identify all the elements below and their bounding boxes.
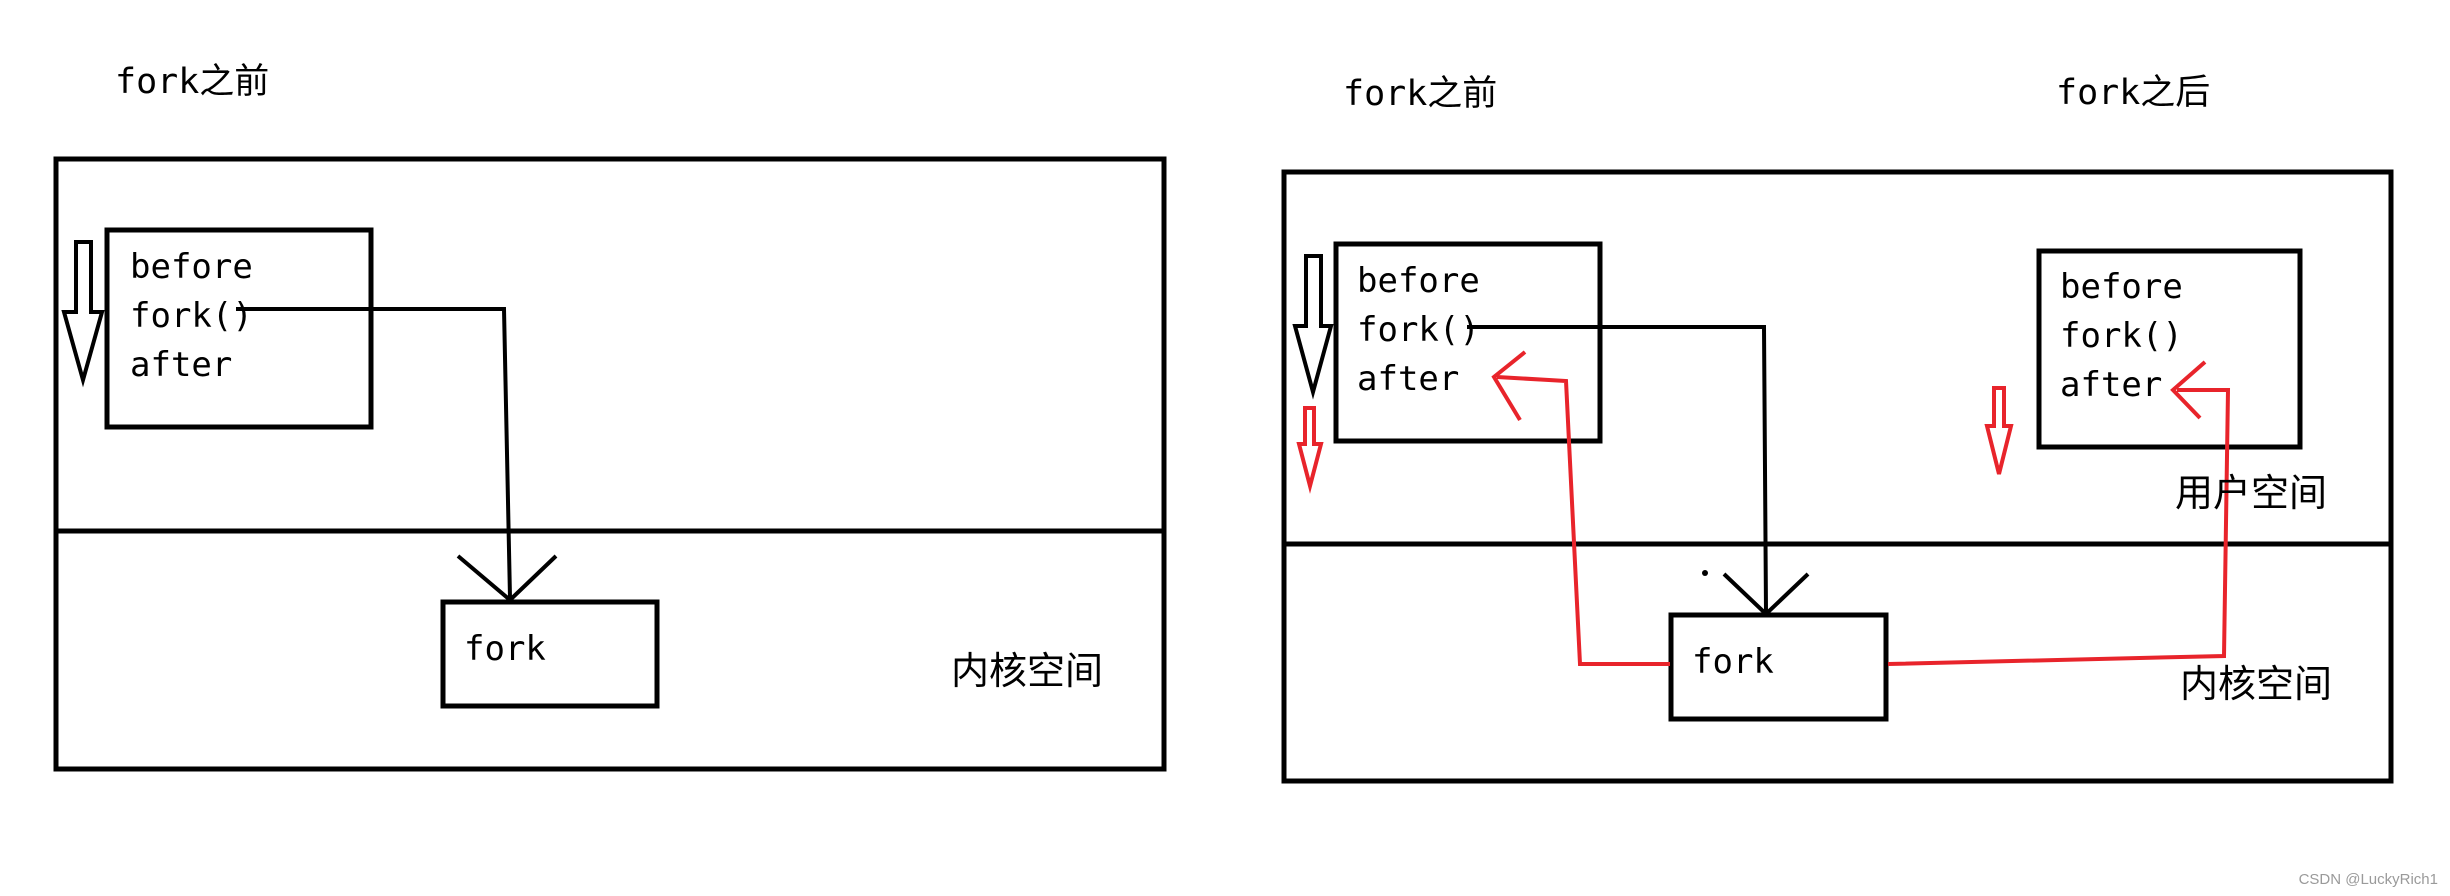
left-kernel-fork-label: fork xyxy=(464,629,546,669)
watermark: CSDN @LuckyRich1 xyxy=(2299,871,2438,888)
right-kernel-fork-box xyxy=(1668,612,1889,722)
right-call-line xyxy=(1467,325,1768,613)
parent-return-line xyxy=(1496,375,1670,666)
left-call-arrowhead-icon xyxy=(456,554,558,603)
child-code-line-after: after xyxy=(2060,365,2162,405)
left-code-line-fork: fork() xyxy=(130,296,253,336)
child-code-line-fork: fork() xyxy=(2060,316,2183,356)
child-program-box xyxy=(2036,248,2303,450)
parent-execution-arrow-icon xyxy=(1292,254,1334,400)
left-code-line-after: after xyxy=(130,345,232,385)
stray-dot xyxy=(1702,570,1708,576)
child-execution-arrow-icon xyxy=(1984,386,2014,475)
left-program-box xyxy=(104,227,374,430)
right-outer-frame xyxy=(1281,169,2394,784)
parent-return-arrowhead-icon xyxy=(1491,350,1527,422)
parent-code-line-before: before xyxy=(1357,261,1480,301)
left-outer-frame xyxy=(53,156,1167,772)
right-heading-before: fork之前 xyxy=(1343,74,1497,114)
left-call-line xyxy=(236,307,512,599)
right-kernel-space-label: 内核空间 xyxy=(2180,662,2332,706)
parent-code-line-fork: fork() xyxy=(1357,310,1480,350)
left-code-line-before: before xyxy=(130,247,253,287)
parent-program-box xyxy=(1333,241,1603,444)
parent-resume-arrow-icon xyxy=(1296,406,1324,494)
child-return-arrowhead-icon xyxy=(2170,360,2207,420)
left-kernel-fork-box xyxy=(440,599,660,709)
right-panel: fork之前 fork之后 before fork() after before… xyxy=(1281,73,2394,784)
child-return-line xyxy=(1887,388,2231,666)
user-space-label: 用户空间 xyxy=(2175,471,2327,515)
right-heading-after: fork之后 xyxy=(2056,73,2210,113)
left-panel: fork之前 before fork() after fork 内核空间 xyxy=(53,62,1167,772)
parent-code-line-after: after xyxy=(1357,359,1459,399)
left-execution-arrow-icon xyxy=(61,240,105,388)
left-kernel-space-label: 内核空间 xyxy=(951,649,1103,693)
left-heading: fork之前 xyxy=(115,62,269,102)
right-kernel-fork-label: fork xyxy=(1692,642,1774,682)
child-code-line-before: before xyxy=(2060,267,2183,307)
